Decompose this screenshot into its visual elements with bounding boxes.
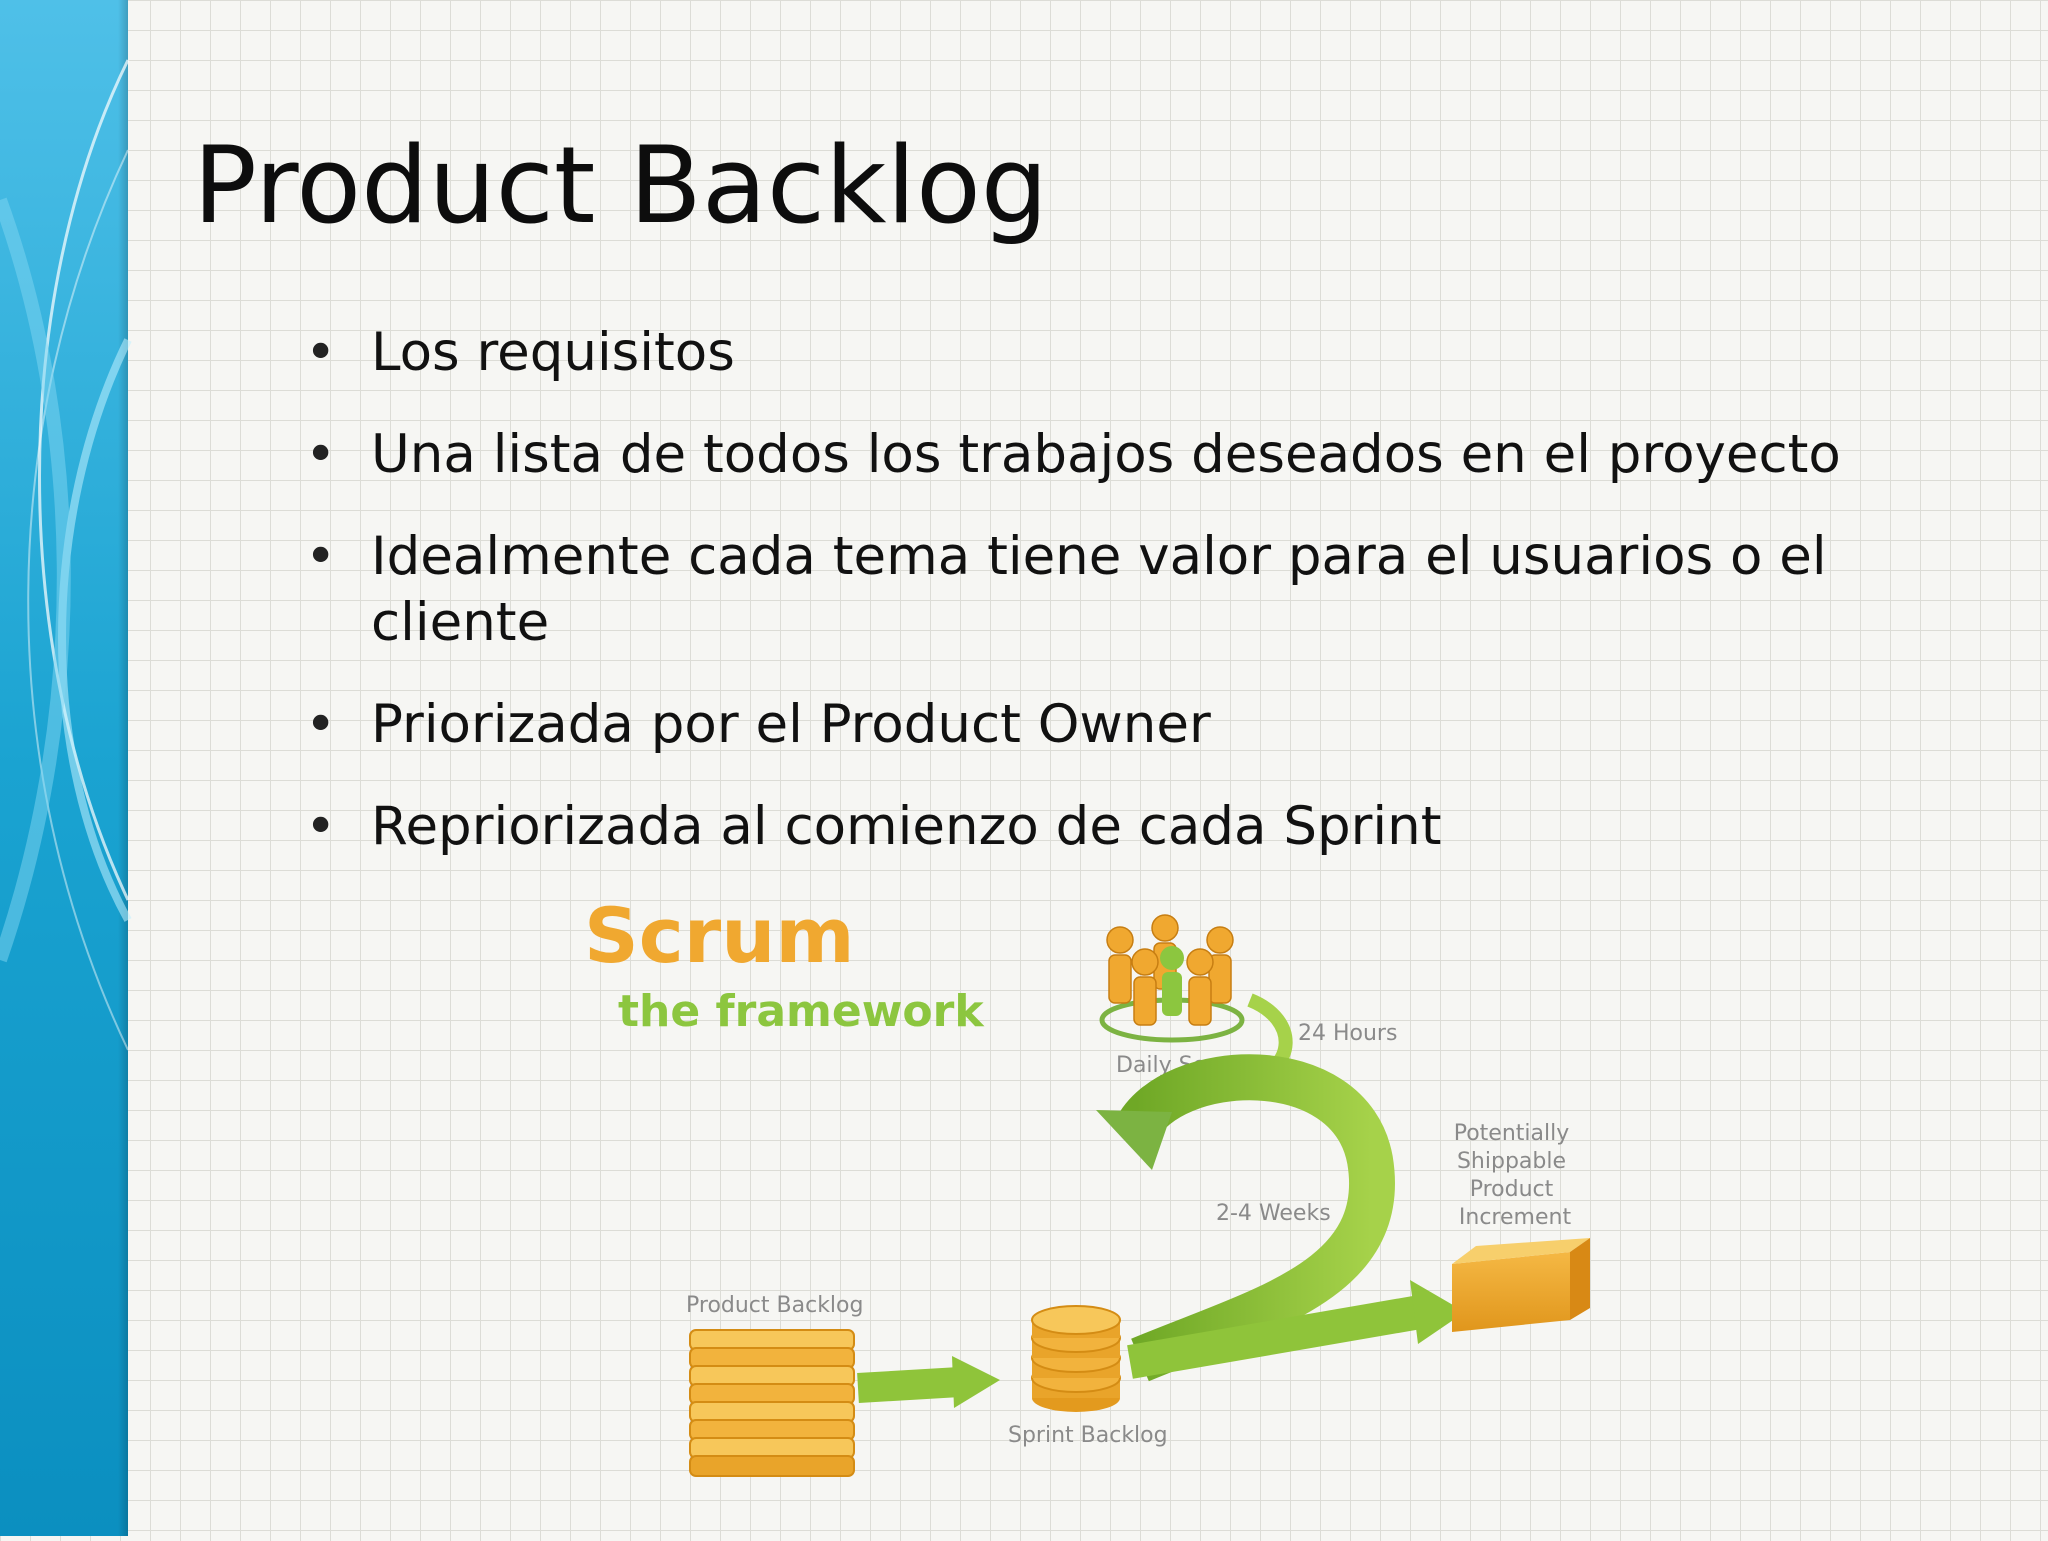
scrum-diagram-svg: Scrum the framework Daily Scrum 24 Hours… [584,900,1590,1477]
side-band-art [0,0,132,1536]
label-2-4-weeks: 2-4 Weeks [1216,1201,1331,1226]
label-increment: Potentially Shippable Product Increment [1454,1121,1577,1230]
diagram-subheading: the framework [618,986,985,1037]
box-icon [1452,1238,1590,1332]
diagram-heading: Scrum [584,900,855,980]
sprint-loop-arrow [1115,1054,1395,1382]
bullet-item: Una lista de todos los trabajos deseados… [305,422,1925,488]
stack-icon [689,1329,855,1477]
backlog-to-sprint-arrow-head [952,1356,1000,1408]
label-product-backlog: Product Backlog [686,1293,863,1318]
scrum-framework-diagram: Scrum the framework Daily Scrum 24 Hours… [560,900,1610,1500]
bullet-item: Los requisitos [305,320,1925,386]
people-circle-icon [1099,914,1245,1043]
sprint-loop-arrow-head [1096,1110,1172,1170]
label-sprint-backlog: Sprint Backlog [1008,1423,1168,1448]
label-24-hours: 24 Hours [1298,1021,1397,1046]
bullet-item: Repriorizada al comienzo de cada Sprint [305,794,1925,860]
slide-title: Product Backlog [193,124,1049,247]
increment-arrow-head [1410,1280,1465,1344]
coins-icon [1031,1305,1121,1412]
bullet-list: Los requisitos Una lista de todos los tr… [305,320,1925,896]
decorative-side-band [0,0,140,1536]
bullet-item: Idealmente cada tema tiene valor para el… [305,524,1925,656]
increment-arrow [1127,1295,1423,1379]
backlog-to-sprint-arrow [857,1367,961,1403]
bullet-item: Priorizada por el Product Owner [305,692,1925,758]
